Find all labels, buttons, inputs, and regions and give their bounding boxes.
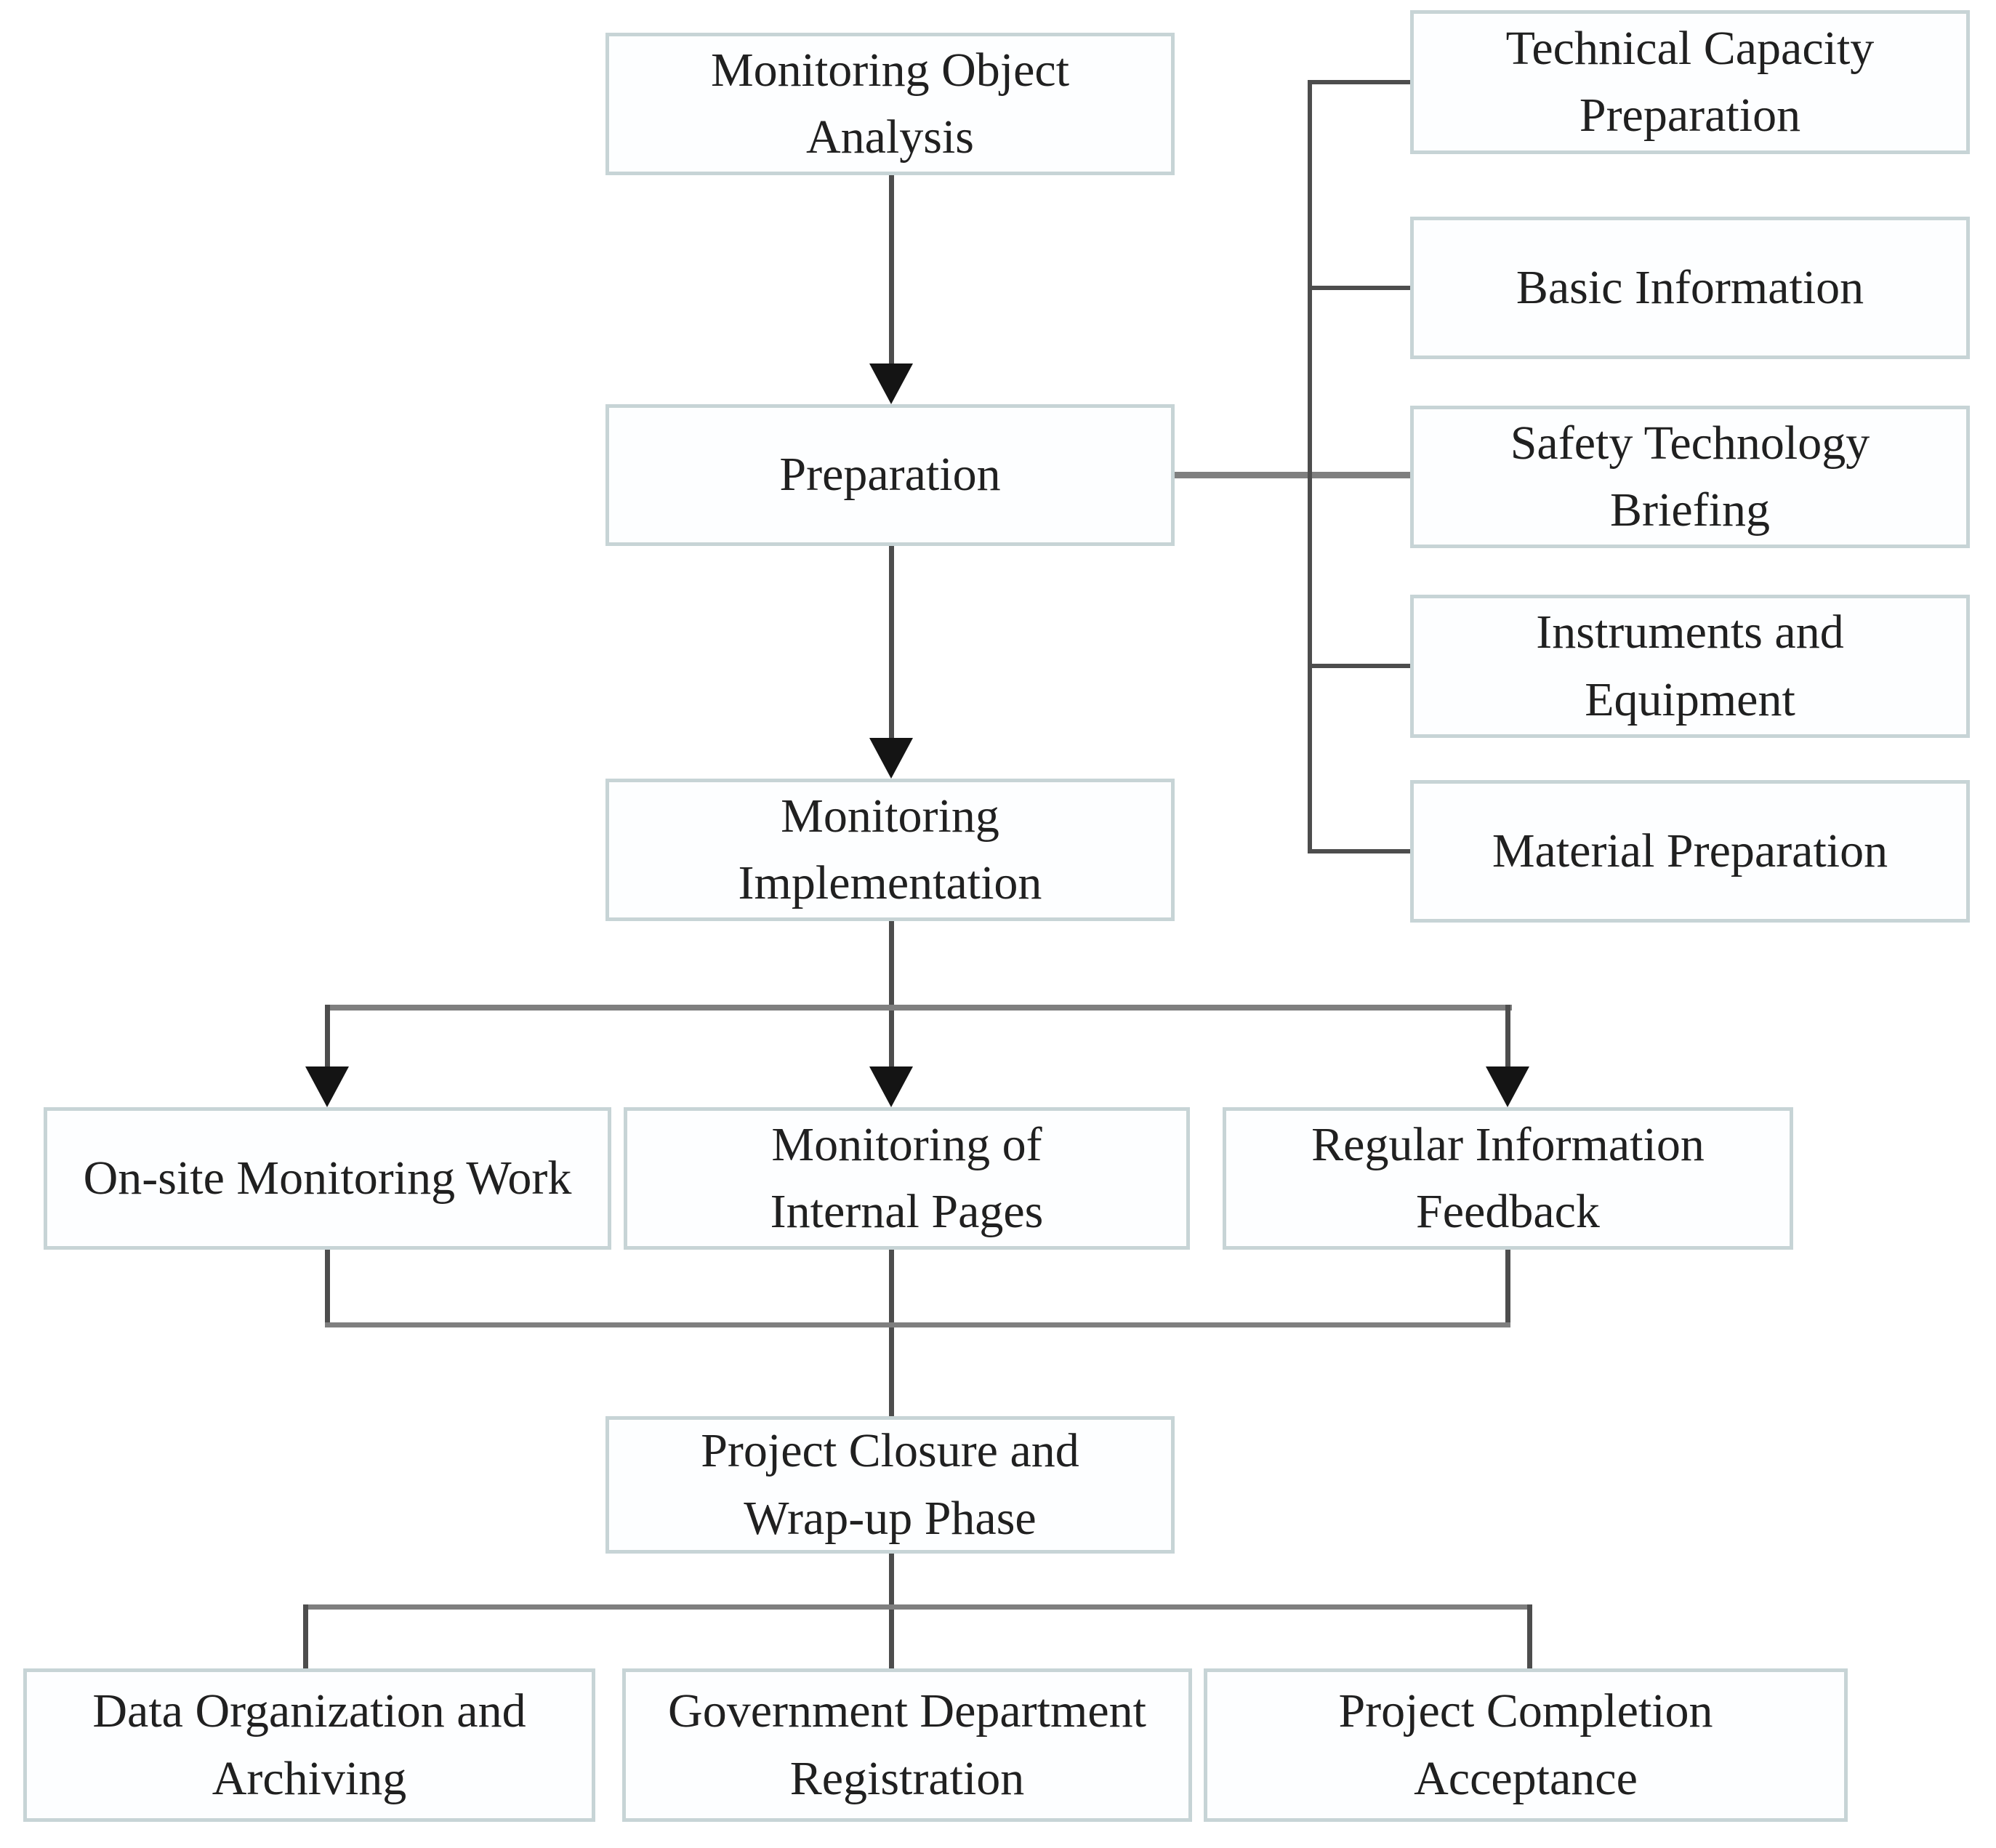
connector-closure-bottom-stem: [889, 1553, 894, 1606]
connector-converge-horizontal: [325, 1322, 1510, 1327]
connector-drop-completion-acceptance: [1527, 1604, 1532, 1668]
connector-drop-government-registration: [889, 1610, 894, 1668]
node-monitoring-object-analysis: Monitoring Object Analysis: [605, 33, 1175, 175]
connector-converge-closure-stem: [889, 1327, 894, 1416]
connector-stub-basic-information: [1308, 286, 1410, 290]
node-government-department-registration: Government Department Registration: [622, 1668, 1192, 1822]
node-instruments-and-equipment: Instruments and Equipment: [1410, 595, 1970, 738]
connector-bottom-horizontal: [303, 1604, 1532, 1610]
arrowhead-into-internal-pages: [869, 1066, 913, 1107]
connector-preparation-right: [1175, 472, 1410, 478]
node-onsite-monitoring-work: On-site Monitoring Work: [44, 1107, 611, 1250]
arrowhead-into-onsite: [305, 1066, 349, 1107]
node-preparation: Preparation: [605, 404, 1175, 546]
connector-stub-material-preparation: [1308, 849, 1410, 853]
connector-drop-feedback: [1505, 1005, 1510, 1066]
connector-exit-internal-pages: [889, 1249, 894, 1327]
arrowhead-into-preparation: [869, 363, 913, 404]
node-data-organization-archiving: Data Organization and Archiving: [23, 1668, 595, 1822]
connector-drop-onsite: [325, 1005, 330, 1066]
connector-stub-technical-capacity: [1308, 80, 1410, 84]
node-basic-information: Basic Information: [1410, 217, 1970, 359]
node-monitoring-implementation: Monitoring Implementation: [605, 779, 1175, 921]
node-project-closure: Project Closure and Wrap-up Phase: [605, 1416, 1175, 1554]
connector-exit-onsite: [325, 1249, 330, 1327]
connector-preparation-implementation-stem: [889, 545, 894, 738]
node-monitoring-internal-pages: Monitoring of Internal Pages: [624, 1107, 1190, 1250]
connector-drop-internal-pages: [889, 1011, 894, 1066]
node-technical-capacity-preparation: Technical Capacity Preparation: [1410, 10, 1970, 154]
connector-implementation-branch-stem: [889, 920, 894, 1011]
connector-analysis-preparation-stem: [889, 174, 894, 365]
node-material-preparation: Material Preparation: [1410, 780, 1970, 923]
node-safety-technology-briefing: Safety Technology Briefing: [1410, 406, 1970, 548]
connector-drop-data-organization: [303, 1604, 308, 1668]
connector-stub-instruments: [1308, 664, 1410, 668]
node-project-completion-acceptance: Project Completion Acceptance: [1204, 1668, 1848, 1822]
arrowhead-into-implementation: [869, 738, 913, 779]
arrowhead-into-feedback: [1486, 1066, 1529, 1107]
connector-exit-feedback: [1505, 1249, 1510, 1327]
connector-branch-top-horizontal: [325, 1005, 1512, 1011]
connector-right-trunk: [1308, 80, 1312, 853]
node-regular-information-feedback: Regular Information Feedback: [1223, 1107, 1793, 1250]
